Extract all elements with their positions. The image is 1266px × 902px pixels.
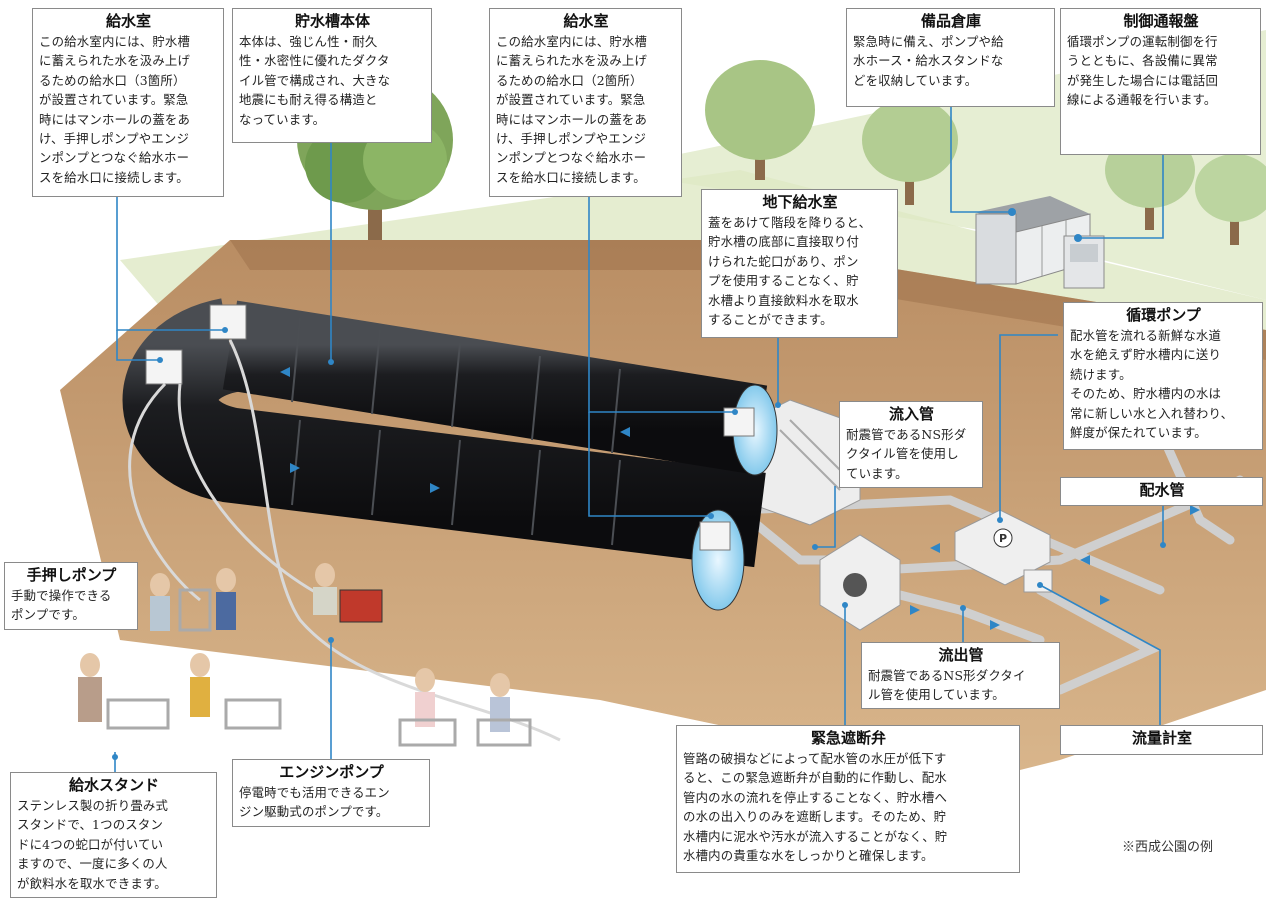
- callout-body: 緊急時に備え、ポンプや給 水ホース・給水スタンドな どを収納しています。: [853, 34, 1004, 88]
- equipment-storehouse: [975, 196, 1091, 285]
- callout-shutoff-valve: 緊急遮断弁 管路の破損などによって配水管の水圧が低下す ると、この緊急遮断弁が自…: [676, 725, 1020, 873]
- callout-title: 給水室: [105, 12, 151, 30]
- callout-title: 給水室: [563, 12, 609, 30]
- callout-title: 流量計室: [1131, 729, 1192, 747]
- callout-inflow-pipe: 流入管 耐震管であるNS形ダ クタイル管を使用し ています。: [839, 401, 983, 488]
- callout-body: 蓋をあけて階段を降りると、 貯水槽の底部に直接取り付 けられた蛇口があり、ポン …: [708, 215, 872, 328]
- control-panel: [1063, 234, 1105, 289]
- callout-circulation-pump: 循環ポンプ 配水管を流れる新鮮な水道 水を絶えず貯水槽内に送り 続けます。 その…: [1063, 302, 1263, 450]
- callout-title: エンジンポンプ: [279, 763, 384, 781]
- callout-body: 耐震管であるNS形ダクタイ ル管を使用しています。: [868, 668, 1026, 703]
- stands-and-pumps: [106, 588, 532, 747]
- people: [78, 563, 510, 732]
- callout-storehouse: 備品倉庫 緊急時に備え、ポンプや給 水ホース・給水スタンドな どを収納しています…: [846, 8, 1055, 107]
- callout-body: この給水室内には、貯水槽 に蓄えられた水を汲み上げ るための給水口（2箇所） が…: [496, 34, 648, 185]
- callout-engine-pump: エンジンポンプ 停電時でも活用できるエン ジン駆動式のポンプです。: [232, 759, 430, 827]
- callout-title: 備品倉庫: [920, 12, 981, 30]
- callout-body: 循環ポンプの運転制御を行 うとともに、各設備に異常 が発生した場合には電話回 線…: [1067, 34, 1219, 108]
- tree: [1195, 154, 1266, 245]
- callout-body: 管路の破損などによって配水管の水圧が低下す ると、この緊急遮断弁が自動的に作動し…: [683, 751, 948, 864]
- supply-chambers: [145, 304, 755, 551]
- callout-underground-room: 地下給水室 蓋をあけて階段を降りると、 貯水槽の底部に直接取り付 けられた蛇口が…: [701, 189, 898, 338]
- callout-body: この給水室内には、貯水槽 に蓄えられた水を汲み上げ るための給水口（3箇所） が…: [39, 34, 191, 185]
- callout-kyusui-center: 給水室 この給水室内には、貯水槽 に蓄えられた水を汲み上げ るための給水口（2箇…: [489, 8, 682, 197]
- svg-text:P: P: [999, 532, 1007, 545]
- callout-body: 配水管を流れる新鮮な水道 水を絶えず貯水槽内に送り 続けます。 そのため、貯水槽…: [1070, 328, 1234, 441]
- callout-title: 流入管: [888, 405, 934, 423]
- tree: [705, 60, 815, 180]
- callout-control-panel: 制御通報盤 循環ポンプの運転制御を行 うとともに、各設備に異常 が発生した場合に…: [1060, 8, 1261, 155]
- callout-body: 本体は、強じん性・耐久 性・水密性に優れたダクタ イル管で構成され、大きな 地震…: [239, 34, 391, 127]
- callout-title: 配水管: [1139, 481, 1185, 499]
- engine-pump: [339, 589, 383, 623]
- callout-flow-meter-room: 流量計室: [1060, 725, 1263, 755]
- leader-lines: [114, 106, 1164, 772]
- callout-title: 地下給水室: [762, 193, 838, 211]
- callout-tank-body: 貯水槽本体 本体は、強じん性・耐久 性・水密性に優れたダクタ イル管で構成され、…: [232, 8, 432, 143]
- callout-outflow-pipe: 流出管 耐震管であるNS形ダクタイ ル管を使用しています。: [861, 642, 1060, 709]
- callout-body: 停電時でも活用できるエン ジン駆動式のポンプです。: [239, 785, 390, 820]
- flow-meter-box: [1023, 569, 1053, 593]
- callout-body: 手動で操作できる ポンプです。: [11, 588, 112, 623]
- callout-hand-pump: 手押しポンプ 手動で操作できる ポンプです。: [4, 562, 138, 630]
- callout-body: ステンレス製の折り畳み式 スタンドで、1つのスタン ドに4つの蛇口が付いてい ま…: [17, 798, 169, 891]
- callout-title: 流出管: [938, 646, 984, 664]
- callout-body: 耐震管であるNS形ダ クタイル管を使用し ています。: [846, 427, 967, 481]
- callout-title: 循環ポンプ: [1126, 306, 1201, 324]
- callout-title: 制御通報盤: [1123, 12, 1199, 30]
- example-note: ※西成公園の例: [1122, 840, 1214, 855]
- leader-endpoints: [112, 327, 1166, 760]
- callout-title: 貯水槽本体: [294, 12, 370, 30]
- flow-arrows: [280, 367, 1200, 630]
- callout-title: 手押しポンプ: [26, 566, 117, 584]
- hoses: [128, 339, 561, 742]
- callout-distribution-pipe: 配水管: [1060, 477, 1263, 506]
- callout-title: 緊急遮断弁: [810, 729, 886, 747]
- callout-kyusui-left: 給水室 この給水室内には、貯水槽 に蓄えられた水を汲み上げ るための給水口（3箇…: [32, 8, 224, 197]
- callout-water-stand: 給水スタンド ステンレス製の折り畳み式 スタンドで、1つのスタン ドに4つの蛇口…: [10, 772, 217, 898]
- tree: [862, 98, 958, 205]
- valve-chamber: [819, 534, 901, 631]
- callout-title: 給水スタンド: [68, 776, 159, 794]
